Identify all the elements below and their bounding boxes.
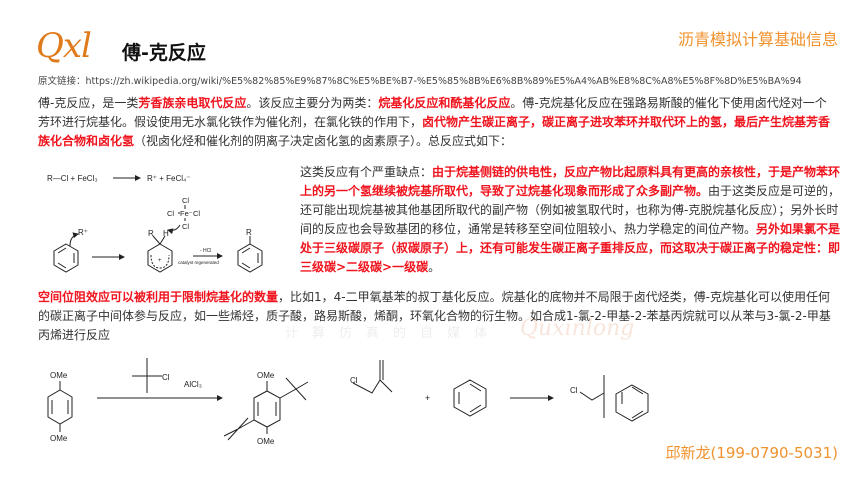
contact-info: 邱新龙(199-0790-5031) [665, 444, 838, 462]
paragraph-steric: 空间位阻效应可以被利用于限制烷基化的数量，比如1，4-二甲氧基苯的叔丁基化反应。… [38, 290, 831, 342]
svg-text:Cl: Cl [162, 373, 170, 382]
svg-text:R: R [246, 228, 252, 237]
watermark-latin: Quxinlong [520, 316, 635, 341]
products-label: R⁺ + FeCl₄⁻ [147, 174, 191, 183]
svg-text:+: + [158, 258, 162, 264]
svg-text:Cl: Cl [182, 222, 189, 231]
mechanism-scheme: R—Cl + FeCl₃ R⁺ + FeCl₄⁻ Cl Cl Fe⁻ Cl Cl… [47, 174, 263, 273]
page-title: 傅-克反应 [122, 42, 206, 64]
svg-text:R: R [148, 229, 154, 238]
svg-text:Cl: Cl [193, 209, 200, 218]
svg-text:Cl: Cl [350, 376, 358, 385]
svg-text:Fe⁻: Fe⁻ [180, 209, 193, 218]
tert-butylation-scheme: OMe OMe Cl AlCl₃ OMe OMe Cl + Cl [47, 358, 649, 446]
reactants-label: R—Cl + FeCl₃ [47, 174, 98, 183]
arenium-ring [147, 243, 173, 273]
source-label: 原文链接： [38, 76, 86, 87]
svg-text:H: H [163, 229, 169, 238]
source-url[interactable]: https://zh.wikipedia.org/wiki/%E5%82%85%… [85, 76, 802, 87]
product-ring [237, 243, 263, 273]
svg-text:OMe: OMe [257, 371, 275, 380]
svg-text:OMe: OMe [257, 437, 275, 446]
svg-text:- HCl: - HCl [200, 248, 211, 254]
svg-text:OMe: OMe [50, 371, 68, 380]
brand-label: 沥青模拟计算基础信息 [677, 30, 838, 49]
svg-text:Cl: Cl [167, 209, 174, 218]
benzene-ring [53, 243, 79, 273]
logo: Qxl [36, 26, 92, 66]
paragraph-drawbacks: 这类反应有个严重缺点：由于烷基侧链的供电性，反应产物比起原料具有更高的亲核性，于… [300, 165, 841, 274]
svg-text:Cl: Cl [182, 196, 189, 205]
svg-text:Cl: Cl [570, 386, 578, 395]
paragraph-intro: 傅-克反应，是一类芳香族亲电取代反应。该反应主要分为两类：烷基化反应和酰基化反应… [38, 96, 831, 148]
svg-text:+: + [425, 393, 430, 403]
source-link[interactable]: 原文链接：https://zh.wikipedia.org/wiki/%E5%8… [38, 73, 802, 87]
svg-text:AlCl₃: AlCl₃ [184, 380, 202, 389]
svg-text:catalyst regenerated: catalyst regenerated [178, 260, 219, 265]
watermark-text: 计算仿真的自媒体 [285, 326, 502, 341]
svg-text:R⁺: R⁺ [78, 228, 88, 237]
svg-text:OMe: OMe [50, 434, 68, 443]
